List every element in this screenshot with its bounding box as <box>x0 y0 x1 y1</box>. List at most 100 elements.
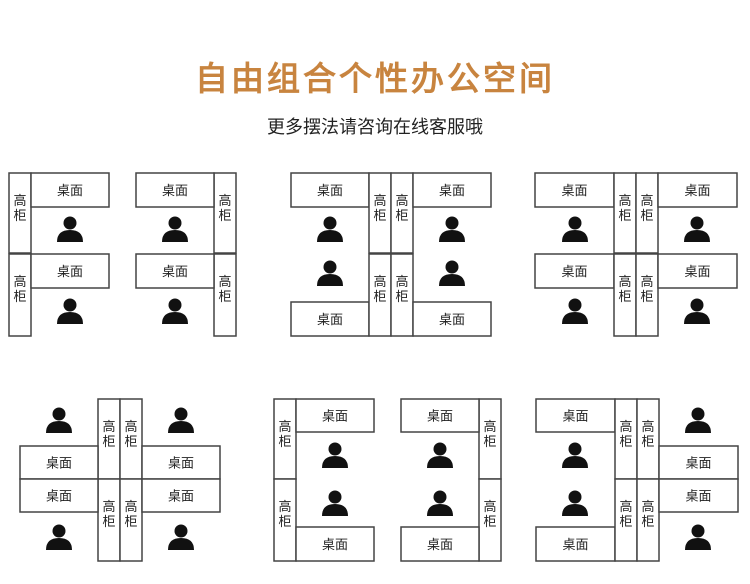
desk-outline <box>412 301 492 337</box>
cabinet-label-line2: 柜 <box>13 290 26 305</box>
cabinet-label-line1: 高 <box>483 499 496 515</box>
cabinet: 高柜 <box>273 478 297 562</box>
desk: 桌面 <box>657 172 738 208</box>
person-body <box>562 230 588 242</box>
desk: 桌面 <box>141 445 221 480</box>
desk-label: 桌面 <box>162 265 188 280</box>
person-icon <box>46 407 72 433</box>
desk-label: 桌面 <box>439 313 465 328</box>
desk-outline <box>658 478 739 513</box>
cabinet-label-line2: 柜 <box>483 515 496 530</box>
cabinet: 高柜 <box>213 172 237 254</box>
desk-outline <box>141 445 221 480</box>
cabinet: 高柜 <box>478 398 502 480</box>
desk-label: 桌面 <box>168 490 194 505</box>
person-icon <box>562 298 588 324</box>
person-icon <box>322 442 348 468</box>
person-icon <box>427 442 453 468</box>
person-icon <box>439 260 465 286</box>
cabinet: 高柜 <box>635 172 659 254</box>
desk: 桌面 <box>657 253 738 289</box>
person-body <box>46 538 72 550</box>
person-icon <box>317 260 343 286</box>
desk: 桌面 <box>30 172 110 208</box>
person-icon <box>427 490 453 516</box>
person-body <box>684 230 710 242</box>
cabinet: 高柜 <box>213 253 237 337</box>
person-body <box>168 538 194 550</box>
cabinet: 高柜 <box>636 478 660 562</box>
cabinet: 高柜 <box>8 253 32 337</box>
cabinet-label-line2: 柜 <box>373 209 386 224</box>
person-body <box>562 312 588 324</box>
page-subtitle: 更多摆法请咨询在线客服哦 <box>267 117 483 138</box>
cabinet-outline <box>213 172 237 254</box>
person-body <box>57 230 83 242</box>
desk-outline <box>658 445 739 480</box>
cabinet-label-line2: 柜 <box>373 290 386 305</box>
person-icon <box>168 407 194 433</box>
desk: 桌面 <box>135 253 215 289</box>
person-head <box>52 524 66 538</box>
cabinet: 高柜 <box>613 253 637 337</box>
desk-label: 桌面 <box>322 410 348 425</box>
cabinet-outline <box>8 253 32 337</box>
desk-outline <box>412 172 492 208</box>
desk: 桌面 <box>534 253 615 289</box>
person-icon <box>46 524 72 550</box>
cabinet-label-line1: 高 <box>641 419 654 435</box>
desk: 桌面 <box>19 478 99 513</box>
desk-label: 桌面 <box>684 184 710 199</box>
cabinet-label-line2: 柜 <box>483 435 496 450</box>
desk-outline <box>30 172 110 208</box>
person-head <box>445 260 459 274</box>
cabinet: 高柜 <box>119 398 143 480</box>
person-icon <box>685 407 711 433</box>
desk-label: 桌面 <box>168 457 194 472</box>
person-body <box>685 421 711 433</box>
desk-label: 桌面 <box>439 184 465 199</box>
desk-outline <box>400 526 480 562</box>
desk-label: 桌面 <box>685 490 711 505</box>
desk: 桌面 <box>295 398 375 433</box>
desk-outline <box>135 253 215 289</box>
person-icon <box>684 298 710 324</box>
desk-label: 桌面 <box>46 457 72 472</box>
cabinet-label-line1: 高 <box>619 419 632 435</box>
desk-outline <box>30 253 110 289</box>
cabinet-outline <box>390 253 414 337</box>
desk: 桌面 <box>412 172 492 208</box>
desk-label: 桌面 <box>46 490 72 505</box>
desk: 桌面 <box>30 253 110 289</box>
person-head <box>433 442 447 456</box>
desk-label: 桌面 <box>317 184 343 199</box>
cabinet-label-line2: 柜 <box>124 515 137 530</box>
cabinet-label-line2: 柜 <box>641 515 654 530</box>
person-head <box>174 407 188 421</box>
cabinet-label-line1: 高 <box>102 499 115 515</box>
person-body <box>685 538 711 550</box>
desk-outline <box>290 172 370 208</box>
desk-label: 桌面 <box>57 184 83 199</box>
cabinet-outline <box>119 478 143 562</box>
cabinet-outline <box>213 253 237 337</box>
person-body <box>317 230 343 242</box>
person-head <box>691 407 705 421</box>
cabinet-label-line1: 高 <box>218 193 231 209</box>
cabinet: 高柜 <box>97 478 121 562</box>
cabinet-label-line1: 高 <box>395 193 408 209</box>
page-title: 自由组合个性办公空间 <box>195 59 555 98</box>
person-head <box>690 298 704 312</box>
person-head <box>174 524 188 538</box>
person-icon <box>162 216 188 242</box>
person-icon <box>57 298 83 324</box>
cabinet: 高柜 <box>368 253 392 337</box>
cabinet-outline <box>390 172 414 254</box>
cabinet-label-line1: 高 <box>640 193 653 209</box>
person-icon <box>439 216 465 242</box>
person-body <box>322 504 348 516</box>
cabinet-label-line2: 柜 <box>619 435 632 450</box>
person-icon <box>322 490 348 516</box>
